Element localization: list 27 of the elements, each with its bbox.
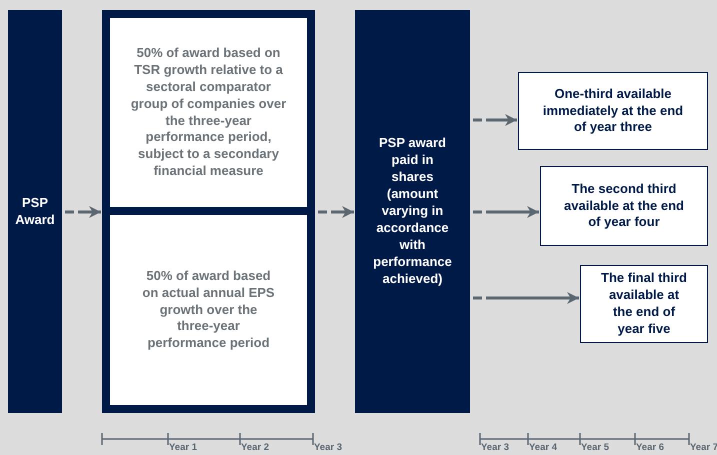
year-label: Year 6 <box>636 442 664 453</box>
outcome-box <box>540 166 708 246</box>
year-label: Year 2 <box>241 442 269 453</box>
node-text: PSP award paid in shares (amount varying in accordance with performance achieved) <box>372 135 453 288</box>
arrow <box>473 206 539 218</box>
criteria-box <box>110 215 307 405</box>
criteria-box <box>110 18 307 207</box>
node-text: The final third available at the end of year five <box>601 270 687 338</box>
node-text: One-third available immediately at the end of year three <box>542 86 684 136</box>
process-box <box>8 10 62 413</box>
process-box <box>355 10 470 413</box>
year-label: Year 3 <box>314 442 342 453</box>
outcome-box <box>518 72 708 150</box>
year-label: Year 3 <box>481 442 509 453</box>
outcome-box <box>580 265 708 343</box>
year-label: Year 4 <box>529 442 557 453</box>
year-label: Year 1 <box>169 442 197 453</box>
node-text: The second third available at the end of year four <box>563 180 685 232</box>
arrow <box>318 206 354 218</box>
arrow <box>473 114 517 126</box>
arrow <box>473 292 579 304</box>
arrow <box>65 206 101 218</box>
node-text: 50% of award based on actual annual EPS growth over the three-year performance period <box>141 268 276 352</box>
frame-box <box>102 10 315 413</box>
year-label: Year 5 <box>581 442 609 453</box>
node-text: PSP Award <box>14 194 56 228</box>
node-text: 50% of award based on TSR growth relative to a sectoral comparator group of companies over the three-year performance period, subject to a secondary financial measure <box>130 44 287 180</box>
